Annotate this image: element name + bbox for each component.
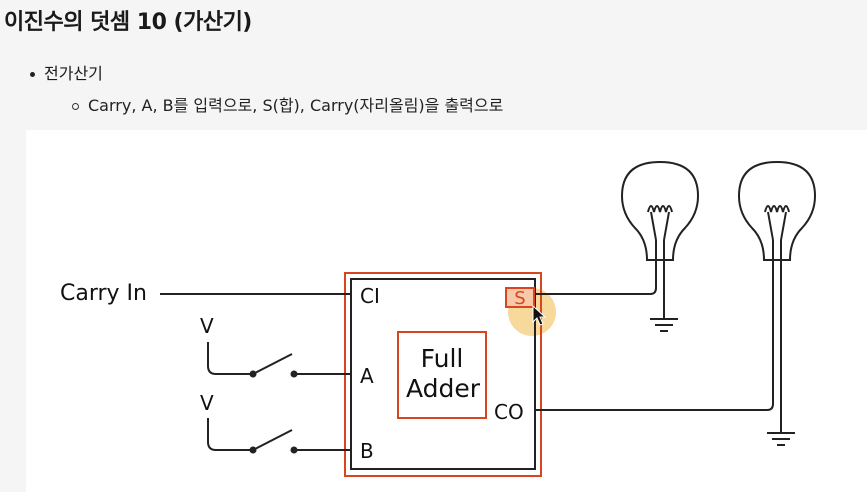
page-title: 이진수의 덧셈 10 (가산기)	[4, 10, 252, 35]
pin-s-highlight	[505, 287, 535, 308]
bulb-co-icon	[737, 160, 817, 261]
ground-co-icon	[767, 432, 795, 446]
mouse-cursor-icon	[532, 304, 547, 326]
co-output-wire	[535, 240, 774, 411]
switch-a-wire-in	[207, 342, 252, 375]
diagram-panel	[26, 130, 867, 492]
ground-s-icon	[650, 318, 678, 332]
pin-s-label: S	[514, 288, 525, 309]
pin-co-label: CO	[494, 400, 524, 424]
bulb-s-icon	[620, 160, 700, 261]
chip-label-full: Full	[421, 344, 464, 373]
switch-a-lever	[252, 353, 293, 375]
bullet-dot-icon	[30, 72, 35, 77]
carry-in-label: Carry In	[60, 281, 147, 306]
switch-b-lever	[252, 429, 293, 451]
bullet-main-text: 전가산기	[44, 64, 103, 83]
pin-ci-label: CI	[360, 284, 380, 308]
chip-label-adder: Adder	[406, 374, 481, 403]
bullet-ring-icon	[72, 103, 79, 110]
voltage-b-label: V	[200, 391, 214, 415]
bullet-full-adder: 전가산기	[30, 60, 103, 84]
switch-b-wire-in	[207, 418, 252, 451]
sub-bullet-description: Carry, A, B를 입력으로, S(합), Carry(자리올림)을 출력…	[72, 92, 503, 116]
pin-b-label: B	[360, 439, 374, 463]
chip-label-box	[397, 331, 487, 419]
voltage-a-label: V	[200, 314, 214, 338]
s-output-wire	[535, 240, 657, 295]
pin-a-label: A	[360, 364, 374, 388]
sub-bullet-text: Carry, A, B를 입력으로, S(합), Carry(자리올림)을 출력…	[88, 96, 504, 115]
